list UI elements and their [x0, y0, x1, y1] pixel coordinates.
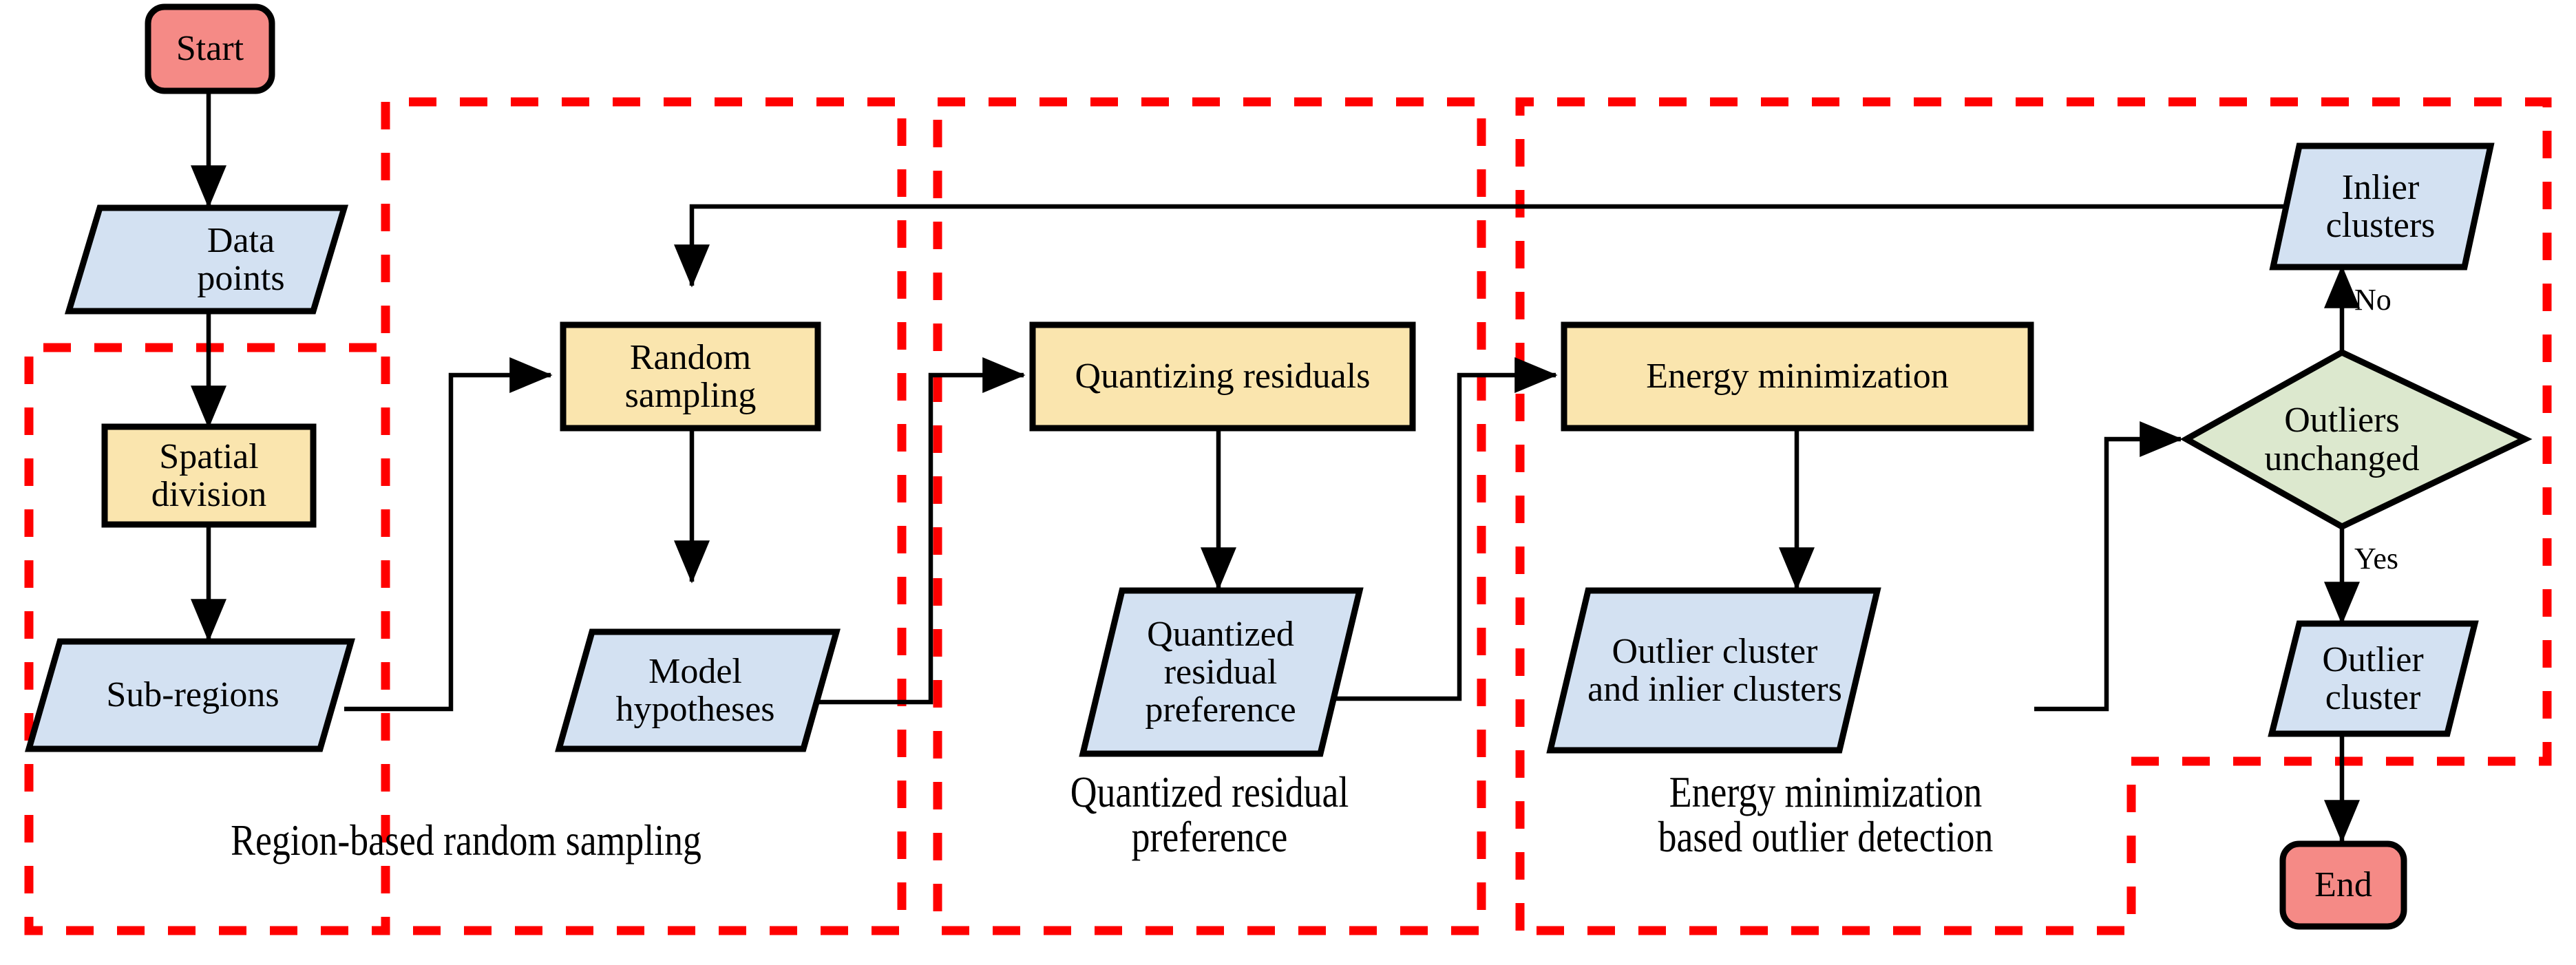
- edge-sub-regions-to-random-sampling: [344, 357, 553, 712]
- node-shape-sub-regions: [25, 638, 355, 752]
- node-shape-outlier-cluster: [2268, 620, 2479, 737]
- edge-inlier-clusters-to-random-sampling: [674, 204, 2299, 288]
- edge-outlier-and-inlier-clusters-to-outliers-unchanged: [2034, 421, 2183, 712]
- edge-model-hypotheses-to-quantizing-residuals: [819, 357, 1026, 705]
- node-shape-model-hypotheses: [555, 628, 841, 752]
- node-shape-energy-minimization: [1561, 321, 2034, 432]
- edge-label-yes: Yes: [2354, 542, 2399, 575]
- node-shape-random-sampling: [560, 321, 821, 432]
- group-label-region-based-random-sampling: Region-based random sampling: [231, 816, 701, 865]
- group-frame-quantized-residual-preference: [933, 97, 1486, 935]
- node-shape-quantizing-residuals: [1029, 321, 1416, 432]
- node-shape-quantized-residual-preference: [1079, 587, 1364, 757]
- group-label-quantized-residual-preference: Quantized residual preference: [1070, 767, 1349, 862]
- group-frame-energy-minimization-based-outlier-detection: [1515, 97, 2552, 935]
- node-shape-data-points-final: [64, 204, 349, 315]
- group-label-energy-minimization-based-outlier-detection: Energy minimization based outlier detect…: [1658, 767, 1994, 862]
- node-shape-spatial-division: [101, 423, 317, 528]
- edge-label-no: No: [2354, 283, 2392, 317]
- node-shape-inlier-clusters: [2269, 142, 2495, 271]
- node-shape-outliers-unchanged: [2179, 348, 2533, 531]
- node-shape-outlier-and-inlier-clusters: [1546, 587, 1881, 754]
- group-frame-region-based-random-sampling: [24, 97, 907, 935]
- node-shape-start: [145, 3, 275, 94]
- edge-quantized-residual-preference-to-energy-minimization: [1335, 357, 1558, 701]
- node-shape-end: [2279, 840, 2407, 930]
